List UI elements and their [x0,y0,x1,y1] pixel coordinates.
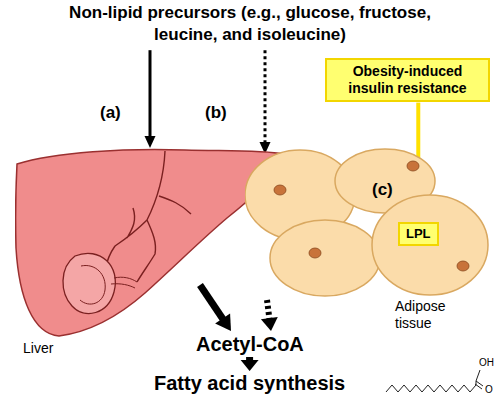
adipocyte [372,195,488,295]
bile-duct [111,277,137,288]
nucleus [274,185,286,195]
adipose-tissue: Adipose tissue LPL [245,148,495,348]
arrow-head [215,314,231,331]
nucleus [309,248,321,258]
vessel-tree [105,151,191,282]
node-label: Obesity-induced insulin resistance [331,63,484,97]
connector [241,357,259,371]
carbon-chain [386,381,476,392]
callout-label: (a) [100,103,121,123]
arrow-head [241,360,259,371]
connector [261,300,278,331]
liver-outline [16,150,283,336]
adipocytes [245,149,488,296]
process-text: Fatty acid synthesis [154,372,345,395]
arrow-head [261,317,278,331]
label-text: (b) [205,103,227,123]
nucleus [407,161,419,171]
label-text: O [485,385,493,395]
gallbladder [63,253,115,313]
atom-label: O [485,385,493,395]
fatty-acid-structure [386,370,483,392]
label-text: OH [479,358,494,368]
connector-line [200,285,224,320]
condition-box: Obesity-induced insulin resistance [325,58,490,102]
gallbladder-inner [80,266,105,305]
hydroxyl-bond [476,370,480,381]
connector-line [149,50,152,138]
arrow-head [145,136,156,148]
adipose-illustration [245,148,495,298]
enzyme-box: LPL [398,222,439,246]
node-label: Liver [23,340,103,357]
precursor-text: Non-lipid precursors (e.g., glucose, fru… [60,2,440,46]
callout-label: (b) [205,103,227,123]
node-label: Fatty acid synthesis [154,372,345,395]
connector [260,50,271,154]
carbonyl-bond [475,384,482,389]
connector [200,285,231,331]
connector-line [267,300,270,320]
label-text: (c) [372,180,393,200]
metabolite-text: Acetyl-CoA [196,333,304,356]
label-text: (a) [100,103,121,123]
node-label: Adipose tissue [395,298,470,332]
connector-line [264,50,267,144]
connector [145,50,156,148]
liver-illustration [15,148,285,338]
nucleus [457,261,469,271]
node-label: Acetyl-CoA [196,333,304,356]
nuclei [274,161,469,271]
liver-organ: Liver [15,148,285,338]
atom-label: OH [479,358,494,368]
node-label: Non-lipid precursors (e.g., glucose, fru… [60,2,440,46]
adipocyte [270,220,380,296]
node-label: LPL [406,226,431,242]
callout-label: (c) [372,180,393,200]
